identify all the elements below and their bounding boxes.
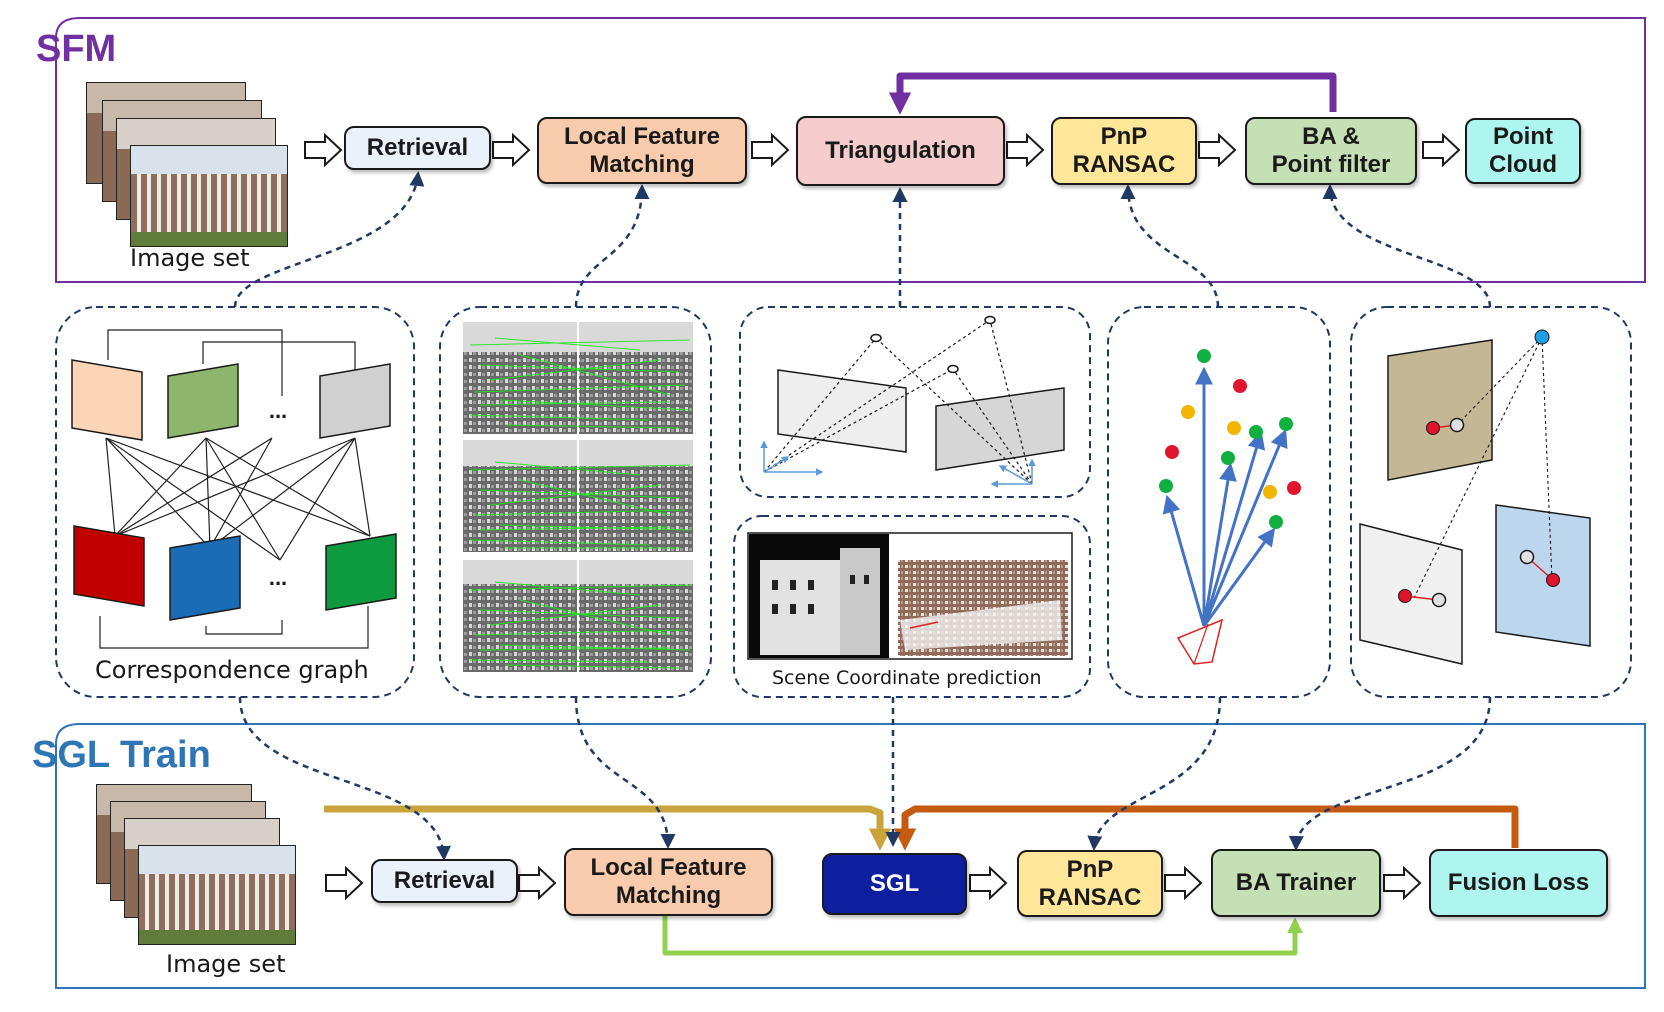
matching-photos <box>463 322 693 672</box>
sgl-matching-to-ba-arrow <box>662 910 1304 956</box>
triangulation-geometry <box>760 315 1065 488</box>
sgl-train-title: SGL Train <box>32 734 211 776</box>
scene-coordinate-images <box>747 532 1073 660</box>
sfm-flow-arrows <box>304 132 1461 168</box>
graph-ellipsis-top: ... <box>269 398 287 423</box>
graph-node-green <box>325 533 397 611</box>
sfm-retrieval-node: Retrieval <box>344 126 491 170</box>
sgl-loss-feedback-arrow <box>893 805 1519 851</box>
sfm-triangulation-node: Triangulation <box>796 116 1005 186</box>
graph-node-peach <box>71 359 143 441</box>
feature-match-lines <box>469 337 691 669</box>
correspondence-graph-label: Correspondence graph <box>95 656 369 684</box>
panel-to-sfm-links <box>233 171 1492 308</box>
graph-ellipsis-bottom: ... <box>269 565 287 590</box>
sgl-image-set-label: Image set <box>166 950 286 978</box>
sgl-train-frame <box>55 723 1646 989</box>
sgl-fusion-loss-node: Fusion Loss <box>1429 849 1608 917</box>
sgl-image-bypass-arrow <box>324 805 892 851</box>
sgl-pnp-ransac-node: PnP RANSAC <box>1017 850 1163 917</box>
sgl-ba-trainer-node: BA Trainer <box>1211 849 1381 917</box>
sfm-feedback-arrow <box>888 72 1337 115</box>
correspondence-graph: ... ... <box>71 329 397 649</box>
graph-node-blue <box>169 535 241 621</box>
sfm-frame <box>55 17 1646 283</box>
bundle-adjustment-sketch <box>1359 329 1591 665</box>
graph-edges <box>99 329 371 649</box>
sfm-local-feature-matching-node: Local Feature Matching <box>537 117 747 184</box>
panel-to-sgl-links <box>238 696 1492 861</box>
sgl-retrieval-node: Retrieval <box>371 859 518 903</box>
graph-node-olive <box>167 363 239 439</box>
graph-node-grey <box>319 363 391 439</box>
sfm-image-set-label: Image set <box>130 244 250 272</box>
sfm-ba-point-filter-node: BA & Point filter <box>1245 117 1417 185</box>
sgl-flow-arrows <box>325 865 1422 901</box>
sfm-pnp-ransac-node: PnP RANSAC <box>1051 117 1197 185</box>
sfm-point-cloud-node: Point Cloud <box>1465 118 1581 184</box>
sfm-title: SFM <box>36 28 117 70</box>
graph-node-red <box>73 525 145 607</box>
sgl-node: SGL <box>822 853 967 915</box>
scene-coordinate-label: Scene Coordinate prediction <box>772 667 1042 689</box>
pnp-ransac-rays <box>1159 349 1301 665</box>
sgl-local-feature-matching-node: Local Feature Matching <box>564 848 773 916</box>
